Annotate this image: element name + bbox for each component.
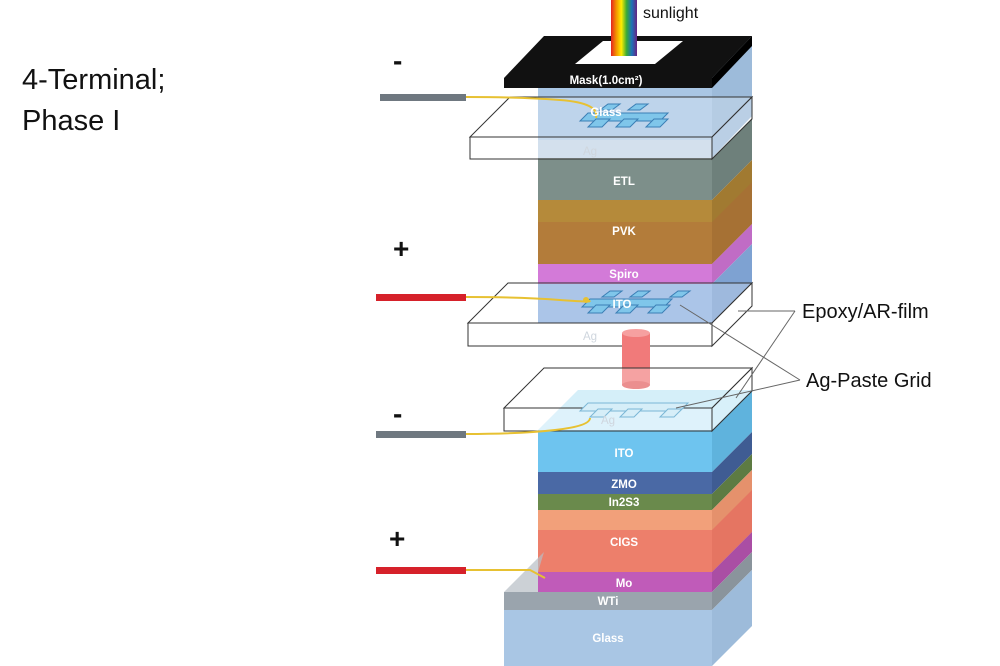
title-line-2: Phase I bbox=[22, 105, 121, 137]
sign-plus-1: + bbox=[393, 233, 409, 264]
ag-paste-grid-callout: Ag-Paste Grid bbox=[806, 370, 932, 392]
wire-1 bbox=[465, 96, 598, 119]
terminal-3-negative bbox=[376, 417, 591, 438]
bottom-ito-label: ITO bbox=[615, 448, 634, 460]
sunlight-label: sunlight bbox=[643, 5, 699, 22]
etl-layer bbox=[538, 158, 712, 200]
top-ag-layer bbox=[538, 140, 712, 158]
mask-front bbox=[504, 78, 712, 88]
pvk-layer bbox=[538, 200, 712, 264]
lead-negative-1 bbox=[380, 94, 466, 101]
cigs-label: CIGS bbox=[610, 537, 638, 549]
middle-ag-label: Ag bbox=[583, 331, 597, 343]
lead-positive-2 bbox=[376, 567, 466, 574]
top-glass-slab bbox=[468, 95, 754, 161]
title-line-1: 4-Terminal; bbox=[22, 64, 166, 96]
zmo-label: ZMO bbox=[611, 479, 637, 491]
wti-layer bbox=[504, 592, 712, 610]
cigs-layer bbox=[538, 510, 712, 572]
wti-label: WTi bbox=[598, 596, 619, 608]
middle-ag-grid bbox=[580, 290, 692, 314]
mo-label: Mo bbox=[616, 578, 633, 590]
bottom-ito-layer bbox=[538, 430, 712, 472]
spiro-layer bbox=[538, 264, 712, 284]
spiro-label: Spiro bbox=[609, 269, 638, 281]
terminal-4-positive bbox=[376, 567, 546, 579]
lead-negative-2 bbox=[376, 431, 466, 438]
top-ag-grid bbox=[578, 103, 670, 128]
wire-4 bbox=[466, 569, 546, 579]
bottom-glass-label: Glass bbox=[592, 633, 623, 645]
middle-glass-slab bbox=[466, 281, 754, 348]
in2s3-label: In2S3 bbox=[609, 497, 640, 509]
sign-minus-2: - bbox=[393, 398, 402, 429]
bottom-ag-grid bbox=[578, 402, 690, 418]
sign-minus-1: - bbox=[393, 45, 402, 76]
sunlight-beam bbox=[611, 0, 637, 56]
lead-positive-1 bbox=[376, 294, 466, 301]
callout-lines bbox=[675, 304, 801, 409]
bottom-ag-label: Ag bbox=[601, 415, 615, 427]
terminal-2-positive bbox=[376, 294, 591, 303]
epoxy-ar-film-callout: Epoxy/AR-film bbox=[802, 301, 929, 323]
wire-3 bbox=[465, 417, 591, 435]
bottom-glass-layer bbox=[504, 610, 712, 666]
top-cell-stack bbox=[504, 0, 752, 326]
in2s3-layer bbox=[538, 494, 712, 510]
diagram-title: 4-Terminal; Phase I bbox=[22, 60, 165, 142]
mo-layer bbox=[538, 572, 712, 592]
top-ag-label: Ag bbox=[583, 146, 597, 158]
zmo-layer bbox=[538, 472, 712, 494]
sign-plus-2: + bbox=[389, 523, 405, 554]
top-glass-label: Glass bbox=[590, 107, 621, 119]
etl-label: ETL bbox=[613, 176, 635, 188]
transmitted-light bbox=[622, 329, 650, 389]
top-ito-label: ITO bbox=[613, 299, 632, 311]
terminal-1-negative bbox=[380, 94, 598, 119]
wire-2 bbox=[465, 296, 591, 303]
bottom-cell-stack bbox=[504, 390, 752, 666]
pvk-label: PVK bbox=[612, 226, 636, 238]
mask-label: Mask(1.0cm²) bbox=[570, 75, 643, 87]
